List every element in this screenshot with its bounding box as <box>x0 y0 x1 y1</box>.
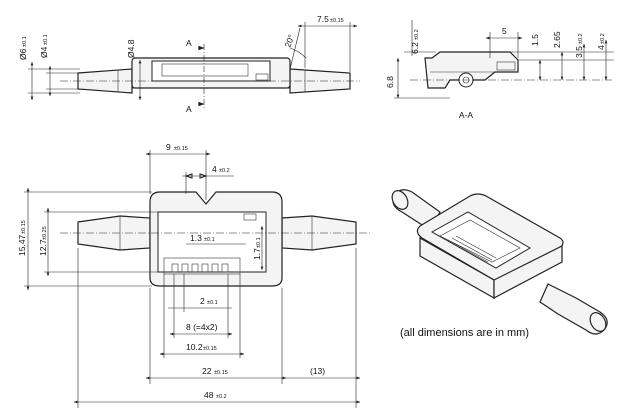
svg-text:Ø4: Ø4 <box>39 46 49 58</box>
units-note: (all dimensions are in mm) <box>400 327 529 339</box>
svg-text:4: 4 <box>596 45 606 50</box>
dim-4-front: 4 ±0.2 <box>212 164 230 174</box>
svg-text:Ø6: Ø6 <box>18 48 28 60</box>
svg-text:2.65: 2.65 <box>552 31 562 48</box>
dim-1-3: 1.3 ±0.1 <box>190 233 215 243</box>
dim-1-5: 1.5 <box>530 34 540 46</box>
svg-text:±0.2: ±0.2 <box>578 33 584 44</box>
svg-text:22: 22 <box>202 366 212 376</box>
svg-text:48: 48 <box>204 390 214 400</box>
svg-text:±0.15: ±0.15 <box>21 220 27 234</box>
dim-2: 2 ±0.1 <box>200 296 218 306</box>
svg-text:±0.1: ±0.1 <box>22 36 28 47</box>
svg-text:12.7: 12.7 <box>38 239 48 256</box>
svg-text:±0.2: ±0.2 <box>219 168 230 174</box>
dim-22: 22 ±0.15 <box>202 366 228 376</box>
dim-15-47: 15.47 ±0.15 <box>17 220 27 256</box>
dim-d6: Ø6 ±0.1 <box>18 36 28 60</box>
section-label: A-A <box>459 110 474 120</box>
svg-text:1.3: 1.3 <box>190 233 202 243</box>
contact-pads <box>171 263 229 273</box>
svg-text:6.8: 6.8 <box>385 76 395 88</box>
svg-text:3.5: 3.5 <box>574 46 584 58</box>
svg-text:±0.15: ±0.15 <box>214 370 228 376</box>
svg-text:10.2: 10.2 <box>186 342 203 352</box>
dim-6-8: 6.8 <box>385 76 395 88</box>
dim-d4: Ø4 ±0.1 <box>39 34 49 58</box>
svg-text:±0.1: ±0.1 <box>43 34 49 45</box>
section-view: 6.2 ±0.2 6.8 5 1.5 2.65 3.5 ±0.2 4 ±0.2 … <box>385 20 614 120</box>
dim-tube-length: 7.5 ±0.15 <box>317 14 344 24</box>
front-view: 9 ±0.15 4 ±0.2 15.47 ±0.15 12.7 ±0.25 <box>17 142 370 408</box>
svg-text:6.2: 6.2 <box>410 42 420 54</box>
svg-text:±0.25: ±0.25 <box>42 226 48 240</box>
dim-1-7: 1.7 ±0.1 <box>252 237 262 260</box>
dim-13-ref: (13) <box>310 366 325 376</box>
top-view: A A Ø6 ±0.1 Ø4 ±0.1 Ø4.8 20° <box>18 14 360 114</box>
svg-text:±0.15: ±0.15 <box>174 146 188 152</box>
dim-4: 4 ±0.2 <box>596 33 606 50</box>
dim-2-65: 2.65 <box>552 31 562 48</box>
svg-text:1.7: 1.7 <box>252 248 262 260</box>
svg-text:20°: 20° <box>282 33 296 49</box>
svg-text:±0.2: ±0.2 <box>600 33 606 44</box>
dim-12-7: 12.7 ±0.25 <box>38 226 48 256</box>
svg-text:±0.1: ±0.1 <box>256 237 262 248</box>
svg-text:±0.15: ±0.15 <box>203 346 217 352</box>
svg-text:2: 2 <box>200 296 205 306</box>
dim-5: 5 <box>502 26 507 36</box>
dim-48: 48 ±0.2 <box>204 390 227 400</box>
section-mark-top: A <box>186 38 192 48</box>
svg-text:±0.1: ±0.1 <box>207 300 218 306</box>
dim-3-5: 3.5 ±0.2 <box>574 33 584 58</box>
dim-d48: Ø4.8 <box>126 39 136 58</box>
svg-text:Ø4.8: Ø4.8 <box>126 39 136 58</box>
svg-text:±0.2: ±0.2 <box>216 394 227 400</box>
svg-text:4: 4 <box>212 164 217 174</box>
dim-9: 9 ±0.15 <box>166 142 188 152</box>
dim-10-2: 10.2 ±0.15 <box>186 342 217 352</box>
svg-text:±0.2: ±0.2 <box>414 29 420 40</box>
svg-text:9: 9 <box>166 142 171 152</box>
section-mark-bottom: A <box>186 104 192 114</box>
svg-text:15.47: 15.47 <box>17 234 27 256</box>
svg-text:1.5: 1.5 <box>530 34 540 46</box>
svg-text:±0.1: ±0.1 <box>204 237 215 243</box>
dim-6-2: 6.2 ±0.2 <box>410 29 420 54</box>
isometric-view <box>391 189 608 335</box>
dim-angle: 20° <box>282 33 296 49</box>
svg-text:±0.15: ±0.15 <box>330 18 344 24</box>
dim-8: 8 (=4x2) <box>186 322 218 332</box>
svg-text:7.5: 7.5 <box>317 14 329 24</box>
